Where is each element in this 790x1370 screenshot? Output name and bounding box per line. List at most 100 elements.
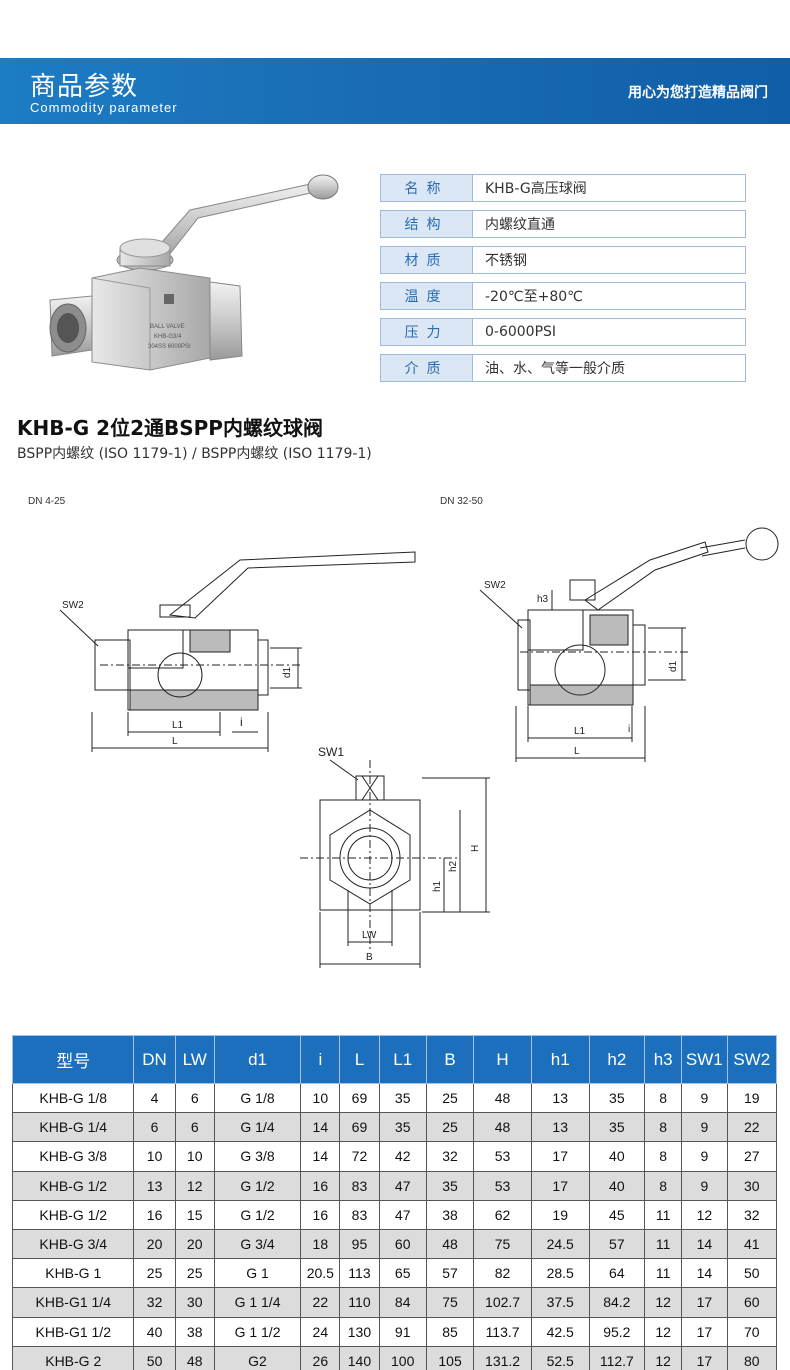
table-cell: 17 <box>530 1141 590 1172</box>
table-cell: KHB-G 1/8 <box>11 1082 135 1114</box>
spec-row: 温度 -20℃至+80℃ <box>380 282 746 310</box>
table-cell: 13 <box>530 1112 590 1143</box>
table-cell: 12 <box>644 1287 683 1318</box>
table-cell: 9 <box>681 1082 728 1114</box>
spec-value: 油、水、气等一般介质 <box>472 354 746 382</box>
table-cell: 41 <box>726 1228 777 1260</box>
table-cell: 100 <box>378 1345 427 1370</box>
table-cell: 9 <box>681 1170 728 1201</box>
dim-h1: h1 <box>432 880 443 892</box>
table-cell: 130 <box>339 1316 380 1347</box>
table-cell: 8 <box>644 1112 683 1143</box>
table-cell: 83 <box>339 1170 380 1201</box>
table-cell: G 1 1/4 <box>213 1287 302 1318</box>
table-cell: 11 <box>644 1199 683 1230</box>
table-cell: 4 <box>133 1082 176 1114</box>
table-cell: 40 <box>588 1141 646 1172</box>
table-header-cell: h1 <box>530 1035 590 1084</box>
table-cell: 6 <box>174 1082 215 1114</box>
table-cell: 53 <box>473 1170 532 1201</box>
drawing-small-valve: SW2 L1 L i d1 <box>59 551 416 752</box>
table-cell: 16 <box>300 1170 341 1201</box>
table-cell: 16 <box>133 1199 176 1230</box>
dim-h: H <box>470 845 481 852</box>
table-cell: G 1/8 <box>213 1082 302 1114</box>
table-cell: G 1 <box>213 1258 302 1289</box>
table-cell: 12 <box>644 1316 683 1347</box>
table-cell: KHB-G 1/2 <box>11 1199 135 1230</box>
table-header-cell: h3 <box>644 1035 683 1084</box>
table-cell: 9 <box>681 1141 728 1172</box>
table-cell: 82 <box>473 1258 532 1289</box>
table-cell: 24.5 <box>530 1228 590 1260</box>
table-cell: 113 <box>339 1258 380 1289</box>
dim-i-left: i <box>240 715 243 729</box>
marking-line: 304SS 6000PSI <box>148 344 191 350</box>
table-cell: 62 <box>473 1199 532 1230</box>
table-cell: 48 <box>174 1345 215 1370</box>
table-cell: 45 <box>588 1199 646 1230</box>
table-cell: 9 <box>681 1112 728 1143</box>
table-cell: 84.2 <box>588 1287 646 1318</box>
table-header-cell: L <box>339 1035 380 1084</box>
dim-h2: h2 <box>448 860 459 872</box>
table-cell: G 3/8 <box>213 1141 302 1172</box>
dim-d1-right: d1 <box>668 660 679 672</box>
model-title: KHB-G 2位2通BSPP内螺纹球阀 <box>17 416 323 440</box>
spec-key: 名称 <box>380 174 472 202</box>
spec-key: 温度 <box>380 282 472 310</box>
spec-row: 压力 0-6000PSI <box>380 318 746 346</box>
spec-row: 介质 油、水、气等一般介质 <box>380 354 746 382</box>
table-cell: 72 <box>339 1141 380 1172</box>
table-header-cell: d1 <box>213 1035 302 1084</box>
drawing-label-right: DN 32-50 <box>440 496 483 507</box>
spec-key: 介质 <box>380 354 472 382</box>
product-photo: BALL VALVE KHB-G3/4 304SS 6000PSI <box>49 174 339 371</box>
table-cell: 38 <box>425 1199 475 1230</box>
table-cell: 48 <box>473 1082 532 1114</box>
table-cell: KHB-G 1 <box>11 1258 135 1289</box>
table-cell: 47 <box>378 1199 427 1230</box>
table-cell: 35 <box>588 1082 646 1114</box>
dim-l-left: L <box>172 736 178 747</box>
table-header-cell: H <box>473 1035 532 1084</box>
table-cell: 6 <box>174 1112 215 1143</box>
spec-key: 压力 <box>380 318 472 346</box>
table-cell: 52.5 <box>530 1345 590 1370</box>
spec-value: 内螺纹直通 <box>472 210 746 238</box>
dim-sw1: SW1 <box>318 745 344 759</box>
table-cell: 14 <box>681 1228 728 1260</box>
table-cell: 50 <box>726 1258 777 1289</box>
table-cell: 13 <box>530 1082 590 1114</box>
table-cell: G 1/4 <box>213 1112 302 1143</box>
table-cell: 50 <box>133 1345 176 1370</box>
table-cell: 60 <box>726 1287 777 1318</box>
table-cell: 13 <box>133 1170 176 1201</box>
table-cell: 25 <box>425 1082 475 1114</box>
table-cell: G2 <box>213 1345 302 1370</box>
dim-l-right: L <box>574 746 580 757</box>
table-cell: 25 <box>174 1258 215 1289</box>
table-cell: 17 <box>681 1287 728 1318</box>
table-cell: 22 <box>726 1112 777 1143</box>
table-cell: 38 <box>174 1316 215 1347</box>
table-cell: 10 <box>174 1141 215 1172</box>
technical-drawings: DN 4-25 DN 32-50 SW2 L1 L i d1 <box>28 496 779 968</box>
table-cell: 48 <box>425 1228 475 1260</box>
dim-l1-left: L1 <box>172 720 184 731</box>
table-cell: 11 <box>644 1228 683 1260</box>
table-header-cell: SW1 <box>681 1035 728 1084</box>
table-cell: 53 <box>473 1141 532 1172</box>
spec-row: 结构 内螺纹直通 <box>380 210 746 238</box>
dim-b: B <box>366 952 373 963</box>
table-cell: 32 <box>726 1199 777 1230</box>
spec-key: 材质 <box>380 246 472 274</box>
table-cell: 19 <box>726 1082 777 1114</box>
